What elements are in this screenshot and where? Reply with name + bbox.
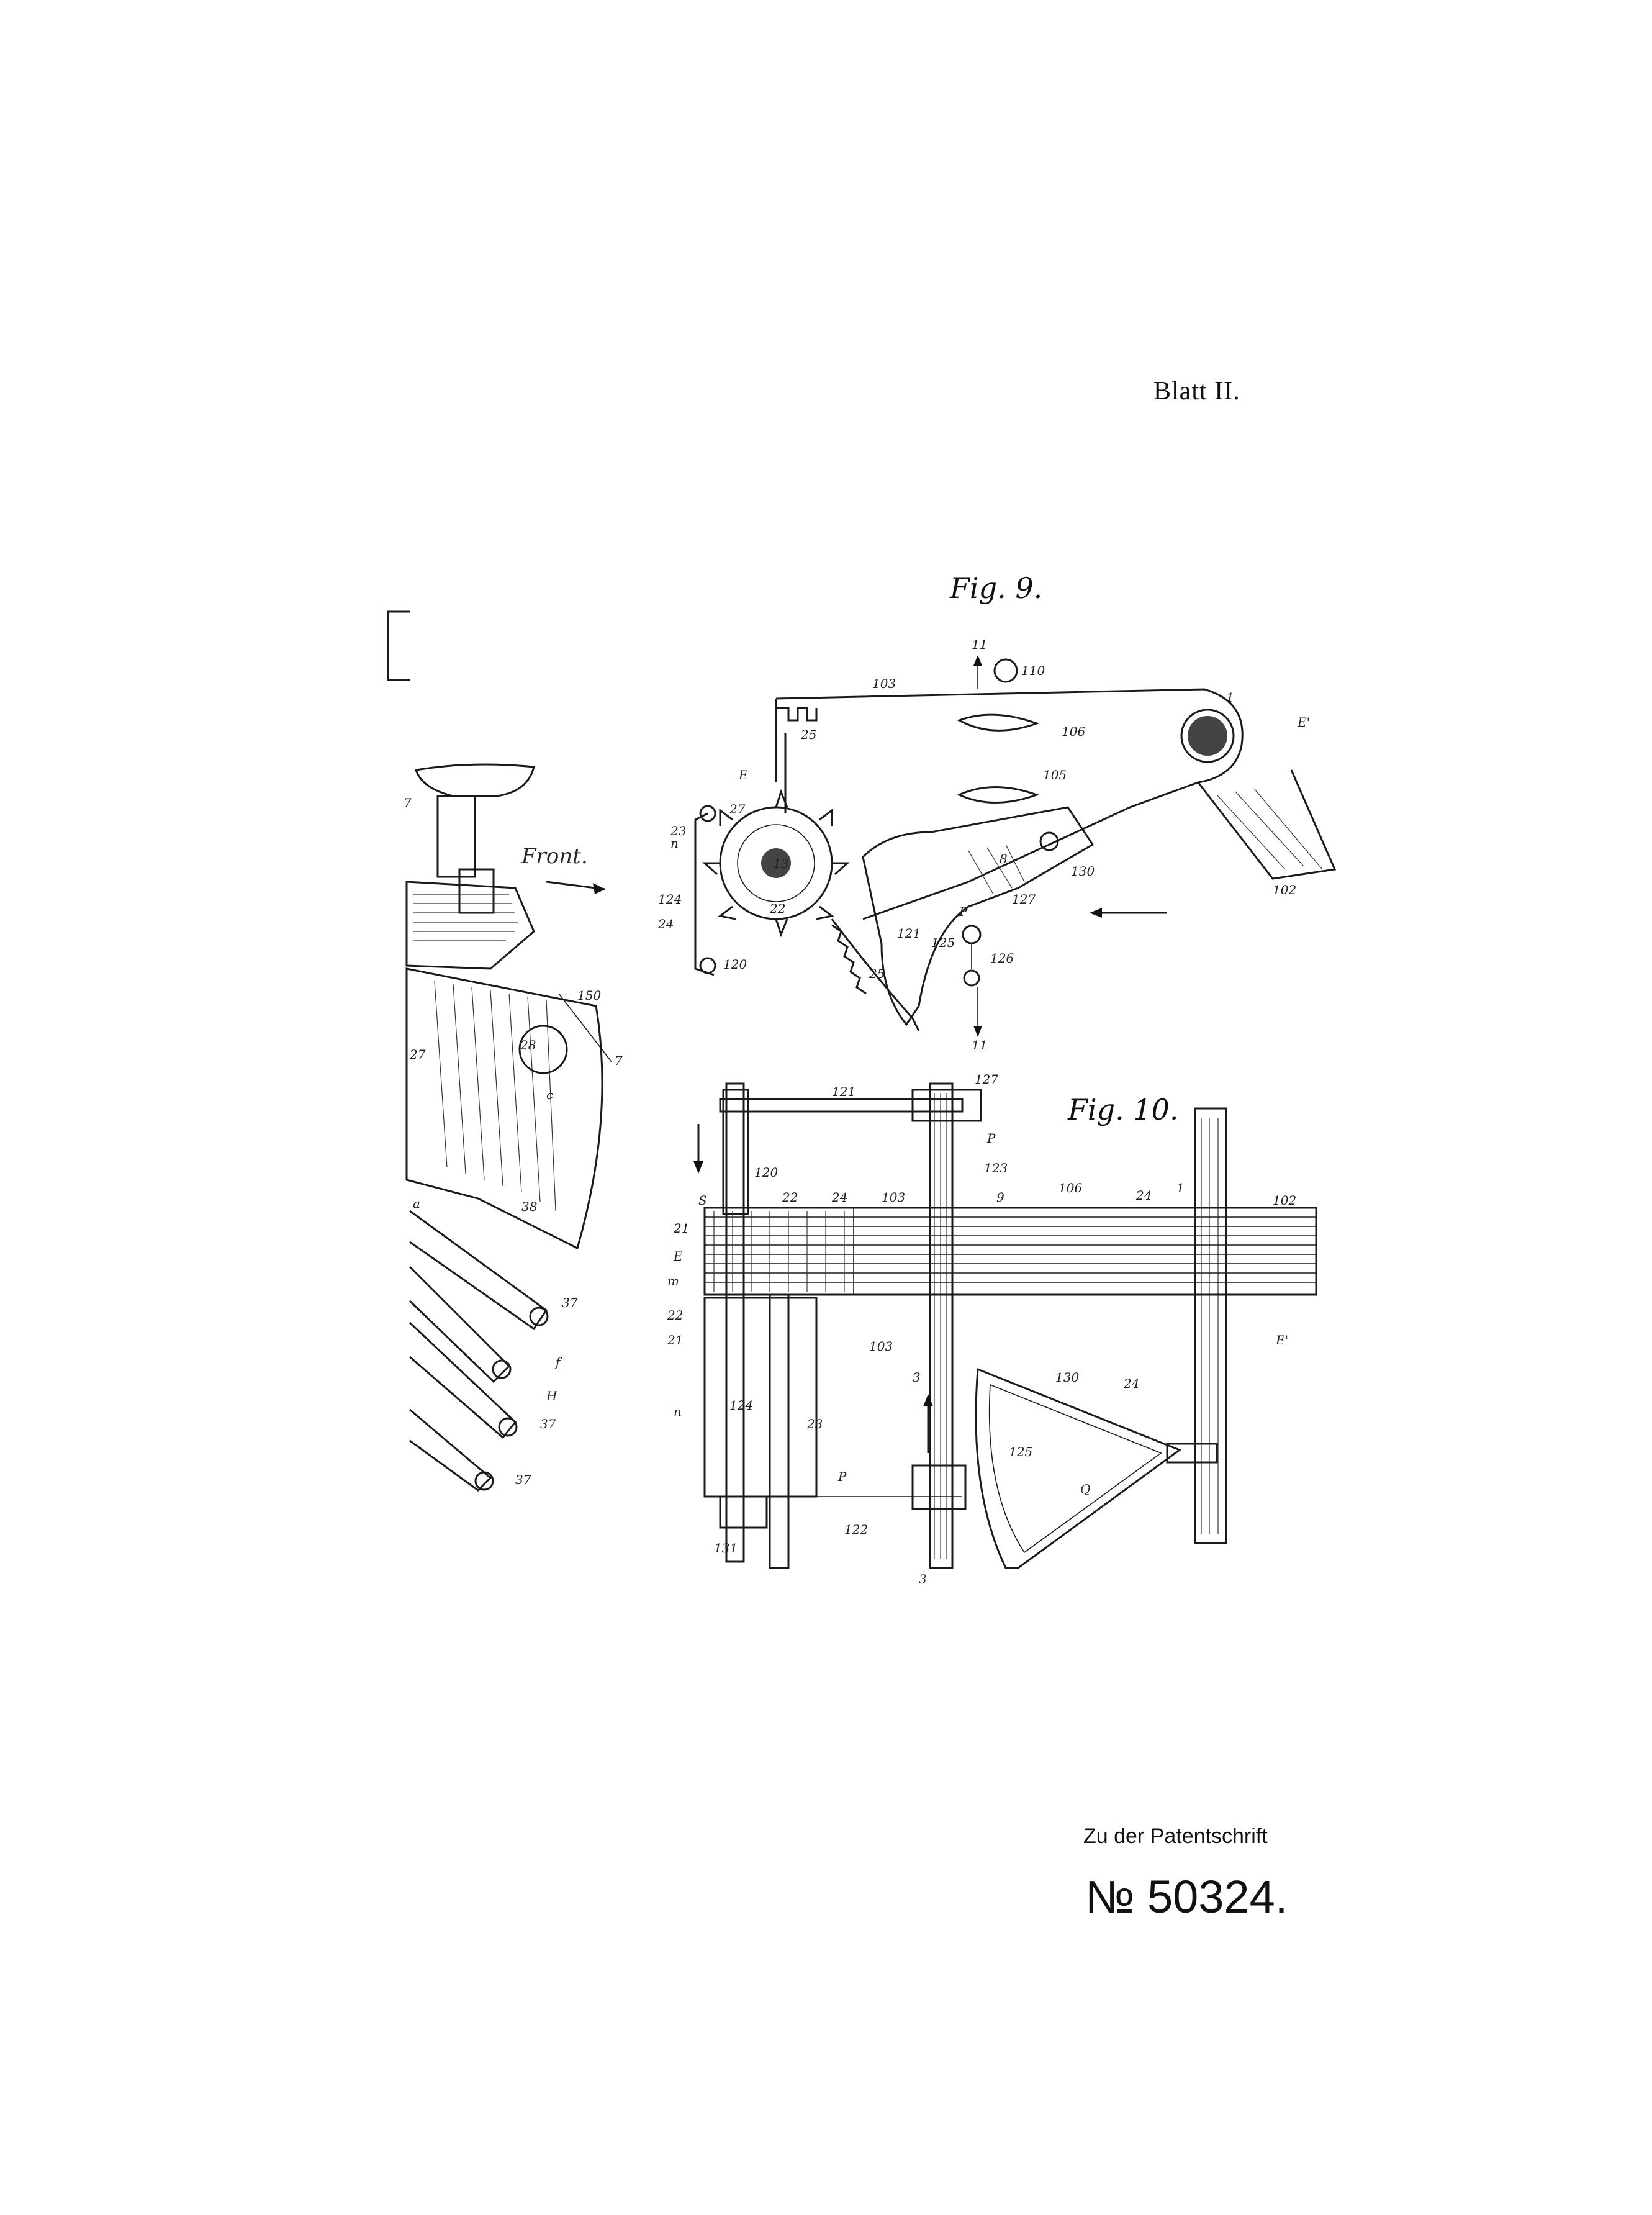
fig9-label-E-prime: E' <box>1297 715 1310 730</box>
label-28: 28 <box>520 1038 536 1053</box>
fig10-label-P-top: P <box>986 1131 996 1146</box>
patent-number: № 50324. <box>1085 1871 1288 1923</box>
fig10-label-24-b: 24 <box>1135 1188 1152 1203</box>
fig10-label-3-bottom: 3 <box>919 1572 927 1587</box>
label-37-b: 37 <box>540 1416 556 1431</box>
fig9-label-24: 24 <box>657 917 674 931</box>
label-front: Front. <box>521 844 588 869</box>
fig9-label-11-top: 11 <box>972 637 987 652</box>
fig10-label-123: 123 <box>984 1161 1008 1175</box>
fig10-label-130: 130 <box>1055 1370 1079 1385</box>
fig10-label-103-bottom: 103 <box>869 1339 893 1354</box>
fig9-drawing: 11 110 103 1 E' 25 106 105 E 27 13 23 8 … <box>657 637 1337 1053</box>
fig10-label-21-b: 21 <box>667 1333 683 1348</box>
fig9-label-120: 120 <box>723 957 747 972</box>
fig10-label-22-bottom: 22 <box>667 1308 683 1323</box>
label-37-a: 37 <box>562 1295 578 1310</box>
fig10-label-n: n <box>674 1404 682 1419</box>
fig9-label-105: 105 <box>1043 768 1067 782</box>
fig10-label-24-a: 24 <box>831 1190 847 1205</box>
label-H: H <box>546 1388 557 1403</box>
fig10-label-102: 102 <box>1273 1193 1296 1208</box>
label-7-arrow: 7 <box>615 1053 623 1068</box>
fig10-label-127: 127 <box>975 1072 998 1087</box>
label-150: 150 <box>577 988 601 1003</box>
fig9-label-106: 106 <box>1062 724 1085 739</box>
fig9-label-125: 125 <box>931 935 955 950</box>
fig9-title: Fig. 9. <box>950 571 1043 605</box>
fig9-label-121: 121 <box>897 926 921 941</box>
fig10-label-P-bottom: P <box>837 1469 847 1484</box>
fig9-label-27: 27 <box>729 802 746 817</box>
fig10-label-m: m <box>667 1274 679 1289</box>
fig10-label-E-prime: E' <box>1275 1333 1288 1348</box>
fig9-label-23: 23 <box>670 823 686 838</box>
fig10-label-120: 120 <box>754 1165 778 1180</box>
fig9-label-25-bottom: 25 <box>869 966 885 981</box>
fig9-label-22: 22 <box>769 901 785 916</box>
fig10-label-131: 131 <box>714 1541 738 1556</box>
fig10-label-121: 121 <box>832 1084 855 1099</box>
fig10-label-122: 122 <box>844 1522 868 1537</box>
fig10-label-103-top: 103 <box>882 1190 905 1205</box>
fig9-label-1: 1 <box>1226 690 1234 705</box>
fig9-label-E: E <box>738 768 748 782</box>
fig10-bar-pack <box>703 1207 1317 1296</box>
fig10-label-S: S <box>698 1193 707 1208</box>
patent-caption: Zu der Patentschrift <box>1083 1824 1268 1848</box>
label-38: 38 <box>521 1199 537 1214</box>
label-27: 27 <box>409 1047 426 1062</box>
fig9-label-11-bottom: 11 <box>972 1038 987 1053</box>
fig10-label-E: E <box>673 1249 683 1264</box>
fig9-label-127: 127 <box>1012 892 1036 907</box>
fig9-label-130: 130 <box>1071 864 1095 879</box>
fig9-label-103: 103 <box>872 676 896 691</box>
label-7-left: 7 <box>404 795 412 810</box>
fig9-label-124: 124 <box>658 892 682 907</box>
fig10-label-21-a: 21 <box>673 1221 689 1236</box>
fig10-label-3-top: 3 <box>913 1370 921 1385</box>
fig10-label-Q: Q <box>1080 1482 1090 1497</box>
partial-left-figure: 7 Front. 150 28 7 27 c a 38 37 f H 37 37 <box>404 763 623 1492</box>
fig9-label-126: 126 <box>990 951 1014 966</box>
fig10-label-23: 23 <box>806 1416 823 1431</box>
fig10-label-125: 125 <box>1009 1444 1032 1459</box>
fig10-label-24-c: 24 <box>1123 1376 1139 1391</box>
fig9-label-8: 8 <box>1000 851 1008 866</box>
fig10-drawing: 127 121 P 123 120 S 22 24 103 9 106 24 1… <box>667 1072 1317 1587</box>
sheet-label: Blatt II. <box>1153 377 1240 405</box>
fig10-label-1: 1 <box>1176 1180 1185 1195</box>
label-37-c: 37 <box>515 1472 531 1487</box>
fig9-label-110: 110 <box>1021 663 1045 678</box>
label-f: f <box>554 1354 562 1369</box>
fig9-label-25-top: 25 <box>800 727 816 742</box>
fig9-label-102: 102 <box>1273 882 1296 897</box>
label-c: c <box>546 1087 553 1102</box>
fig10-title: Fig. 10. <box>1068 1093 1179 1126</box>
fig9-label-P: P <box>959 904 968 919</box>
crop-mark <box>387 610 410 681</box>
fig9-label-n: n <box>670 836 679 851</box>
label-a: a <box>413 1196 420 1211</box>
fig10-label-124: 124 <box>729 1398 753 1413</box>
fig10-label-22-top: 22 <box>782 1190 798 1205</box>
fig9-label-13: 13 <box>773 856 788 871</box>
fig10-label-9: 9 <box>996 1190 1004 1205</box>
fig10-label-106: 106 <box>1058 1180 1082 1195</box>
